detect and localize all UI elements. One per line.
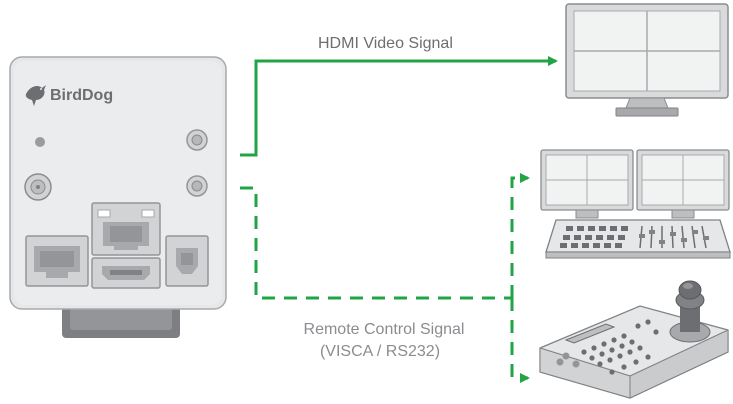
- remote-signal-line: [240, 186, 512, 300]
- hdmi-signal-label: HDMI Video Signal: [318, 35, 453, 52]
- monitor-icon: [565, 3, 729, 117]
- remote-signal-label-line1: Remote Control Signal: [304, 321, 465, 338]
- ethernet-port: [91, 202, 161, 256]
- birddog-camera: BirdDog: [9, 56, 227, 338]
- status-led: [35, 137, 45, 147]
- ptz-joystick-controller-icon: [539, 280, 729, 399]
- hdmi-port: [91, 257, 161, 289]
- bird-logo-icon: [25, 85, 46, 106]
- remote-signal-label-line2: (VISCA / RS232): [320, 343, 440, 360]
- remote-branch-up: [510, 173, 530, 298]
- usb-port: [165, 235, 209, 287]
- rs232-port: [25, 235, 89, 287]
- hdmi-signal-line: [240, 56, 558, 157]
- audio-jack-bottom: [186, 175, 208, 197]
- remote-branch-down: [510, 298, 530, 383]
- audio-jack-top: [186, 129, 208, 151]
- power-jack: [24, 173, 52, 201]
- brand-label: BirdDog: [50, 87, 113, 104]
- dual-monitor-workstation-icon: [540, 149, 731, 259]
